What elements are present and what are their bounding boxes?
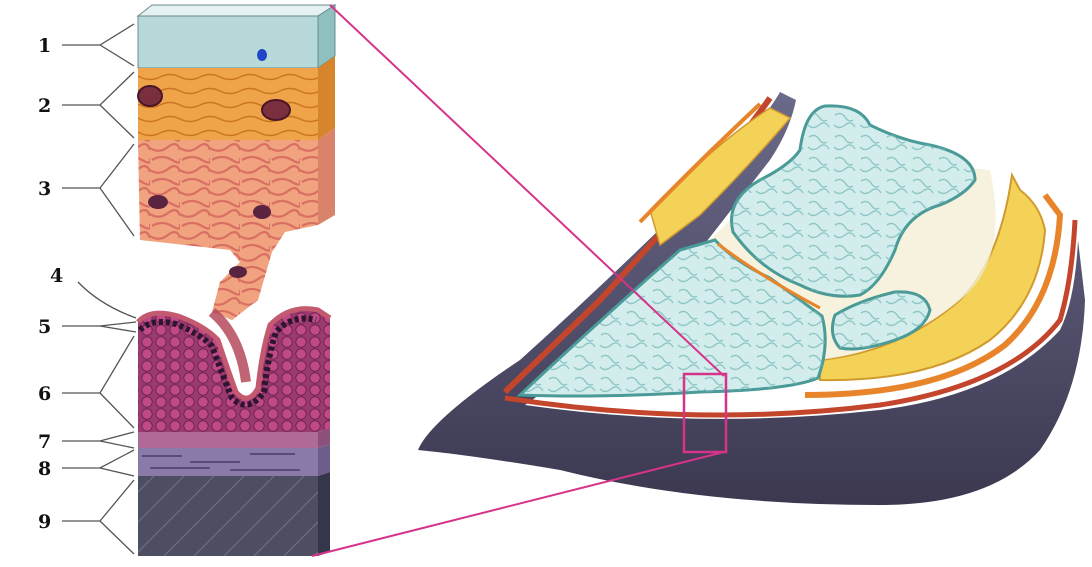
layer-3 [138, 128, 335, 320]
label-8: 8 [38, 458, 51, 480]
label-9: 9 [38, 511, 51, 533]
tissue-block [138, 5, 335, 556]
label-5: 5 [38, 316, 51, 338]
layer-2 [138, 56, 335, 140]
layer-8 [138, 444, 330, 476]
label-4: 4 [50, 265, 63, 287]
labels: 1 2 3 4 5 6 7 8 9 [38, 35, 63, 533]
zoom-line-top [330, 5, 724, 376]
label-2: 2 [38, 95, 51, 117]
layer-6 [138, 309, 330, 432]
hoof-cross-section [418, 92, 1085, 505]
zoom-line-bottom [312, 452, 724, 556]
label-leaders [62, 24, 136, 554]
label-6: 6 [38, 383, 51, 405]
layer-9 [138, 472, 330, 556]
label-1: 1 [38, 35, 51, 57]
label-7: 7 [38, 431, 51, 453]
layer-1 [138, 5, 335, 68]
cell-nucleus-blue [257, 49, 267, 61]
label-3: 3 [38, 178, 51, 200]
